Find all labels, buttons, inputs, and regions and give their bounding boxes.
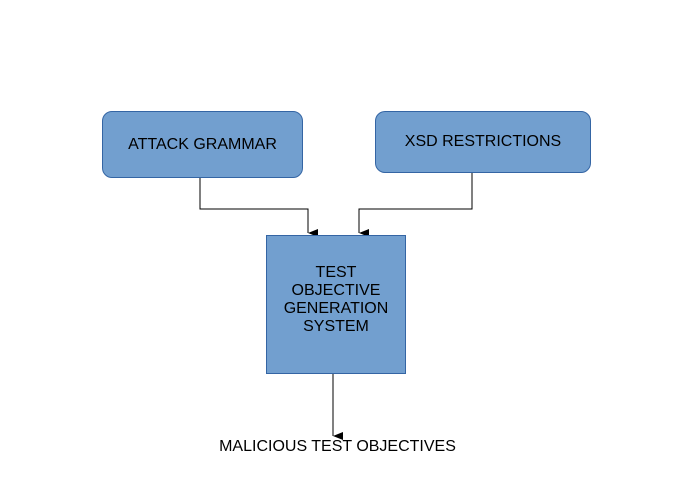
test-objective-generation-system-node: TEST OBJECTIVE GENERATION SYSTEM bbox=[266, 235, 406, 374]
generation-system-label: TEST OBJECTIVE GENERATION SYSTEM bbox=[283, 263, 389, 335]
xsd-restrictions-label: XSD RESTRICTIONS bbox=[404, 133, 562, 150]
arrow-xsd-restrictions-to-system bbox=[358, 173, 473, 237]
malicious-test-objectives-output: MALICIOUS TEST OBJECTIVES bbox=[0, 438, 695, 456]
output-label-text: MALICIOUS TEST OBJECTIVES bbox=[219, 438, 456, 455]
xsd-restrictions-node: XSD RESTRICTIONS bbox=[375, 111, 591, 173]
arrow-attack-grammar-to-system bbox=[199, 178, 318, 237]
attack-grammar-label: ATTACK GRAMMAR bbox=[128, 135, 277, 153]
attack-grammar-node: ATTACK GRAMMAR bbox=[102, 111, 303, 178]
